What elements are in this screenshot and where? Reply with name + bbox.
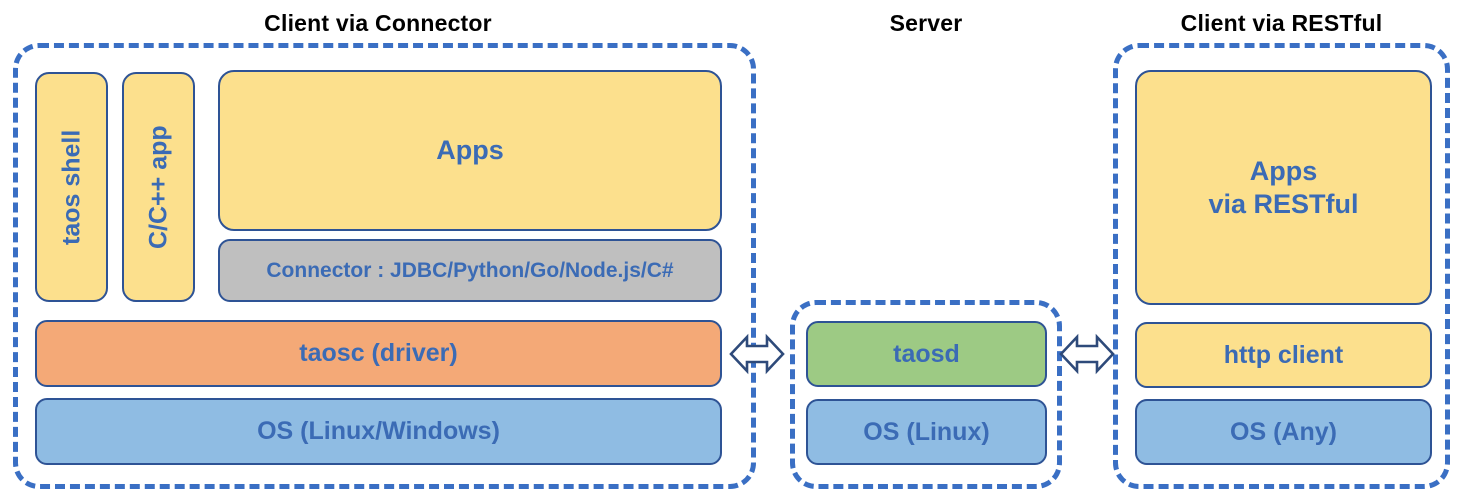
double-arrow-icon-client-to-server [729,327,785,381]
section-title-server: Server [889,10,963,36]
group-client-via-restful [1113,43,1450,489]
section-title-client-connector: Client via Connector [264,10,492,36]
double-arrow-icon-server-to-restful [1059,327,1115,381]
group-client-via-connector [13,43,756,489]
box-os-linux-windows: OS (Linux/Windows) [35,398,722,465]
box-taos-shell: taos shell [35,72,108,302]
section-title-client-restful: Client via RESTful [1180,10,1383,36]
box-taosc-driver: taosc (driver) [35,320,722,387]
box-os-any: OS (Any) [1135,399,1432,465]
box-apps-via-restful: Apps via RESTful [1135,70,1432,305]
box-apps-via-restful-line1: Apps [1249,155,1318,186]
box-http-client: http client [1135,322,1432,388]
group-server [790,300,1062,489]
box-apps-via-restful-line2: via RESTful [1208,188,1359,219]
box-os-linux: OS (Linux) [806,399,1047,465]
box-connector-libraries: Connector : JDBC/Python/Go/Node.js/C# [218,239,722,302]
box-cpp-app: C/C++ app [122,72,195,302]
box-taosd: taosd [806,321,1047,387]
box-apps: Apps [218,70,722,231]
